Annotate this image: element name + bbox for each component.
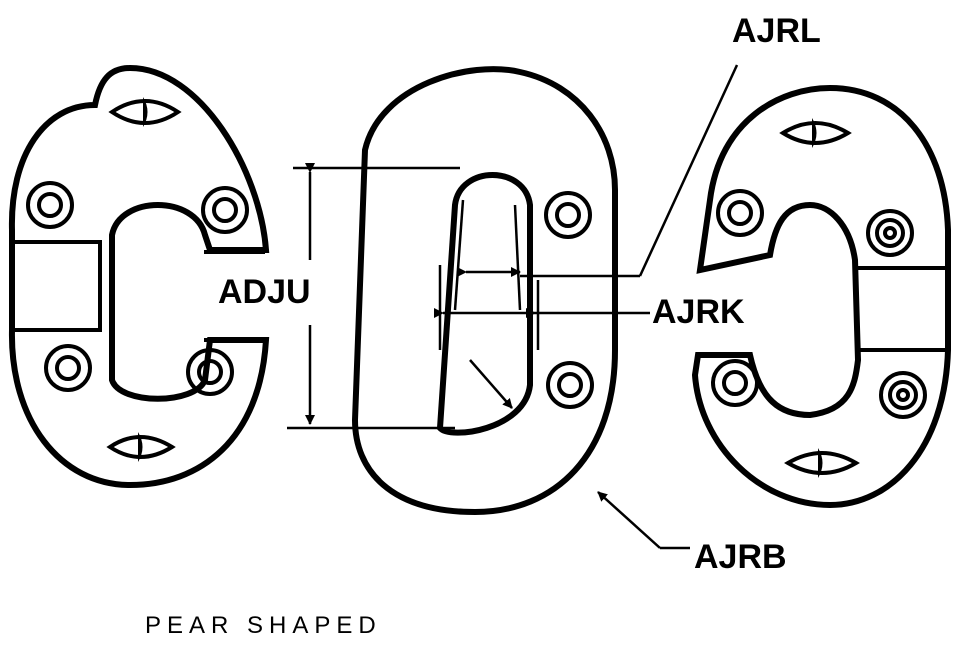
left-detachable-link [8,64,270,489]
middle-oval-link [351,66,618,516]
rivet-icon [26,181,74,229]
eye-icon [784,448,860,478]
rivet-icon [546,361,594,409]
radius-arrow [469,359,513,409]
adju-label: ADJU [218,273,311,311]
eye-icon [106,432,176,462]
rivet-icon [711,359,759,407]
ajrl-dimension [457,64,739,278]
ajrb-label: AJRB [694,538,787,576]
rivet-icon [544,191,592,239]
rivet-icon [716,189,764,237]
right-detachable-link [691,84,951,509]
rivet-icon [44,344,92,392]
rivet-icon [866,209,914,257]
rivet-icon [186,348,234,396]
adju-dimension [287,163,460,430]
eye-icon [779,118,852,148]
rivet-icon [201,186,249,234]
ajrk-label: AJRK [652,293,745,331]
eye-icon [108,97,182,127]
caption: PEAR SHAPED [145,612,382,639]
ajrb-leader [597,491,690,550]
ajrl-label: AJRL [732,12,821,50]
ajrk-dimension [434,265,650,350]
rivet-icon [879,371,927,419]
